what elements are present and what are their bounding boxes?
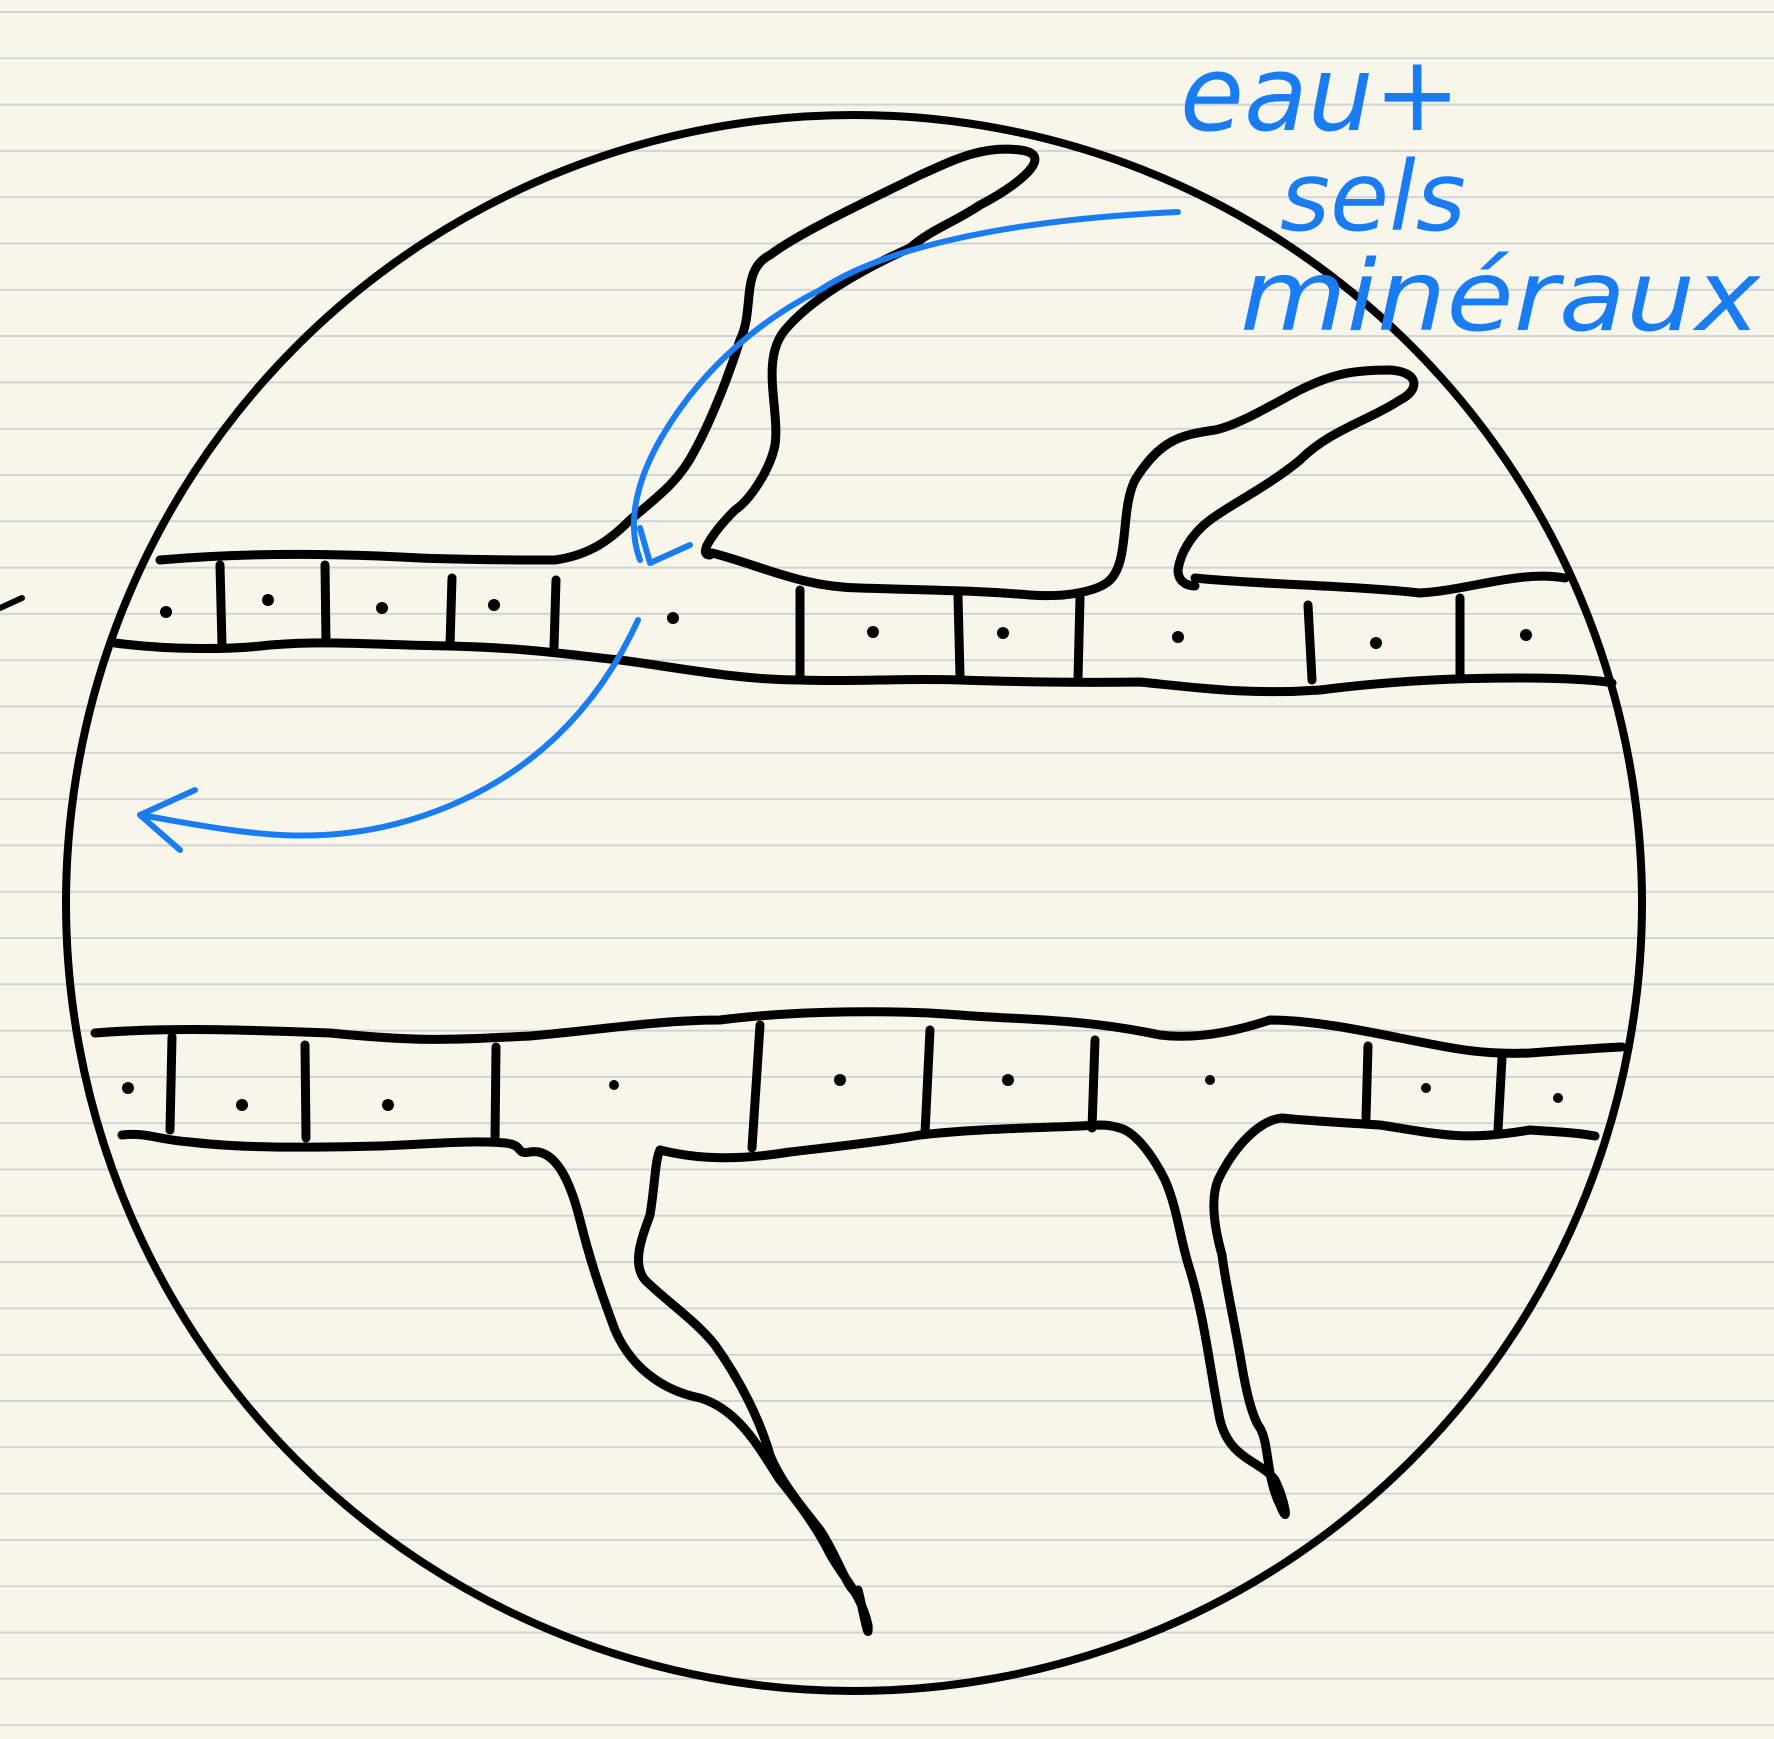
upper-cell-wall-4 [549, 575, 561, 653]
lower-cell-wall-2 [300, 1040, 311, 1143]
lower-cell-wall-3 [490, 1042, 501, 1145]
arrow-into-root-hair-head [637, 525, 693, 566]
label-line-1: eau+ [1180, 33, 1461, 155]
ruled-paper-lines [0, 11, 1774, 1727]
lower-nuclei [122, 1074, 1563, 1111]
upper-cell-wall-1 [215, 560, 227, 650]
lower-band-bottom-edge-right [1277, 1113, 1600, 1141]
arrow-into-root-hair [630, 209, 1181, 563]
lower-cell-wall-7 [1361, 1041, 1373, 1123]
upper-root-hair-left [550, 144, 1040, 565]
upper-band-top-edge-left [155, 549, 560, 565]
lower-cell-wall-6 [1087, 1035, 1100, 1133]
lower-cell-wall-4 [747, 1020, 765, 1153]
lower-epidermis [90, 1007, 1627, 1163]
lower-cell-wall-1 [165, 1032, 177, 1135]
lower-root-hair-left [500, 1138, 873, 1636]
lower-root-hair-right [1120, 1113, 1290, 1519]
upper-nuclei [160, 594, 1532, 649]
lower-band-bottom-edge-left [117, 1129, 510, 1152]
arrow-to-interior-head [137, 787, 198, 853]
water-mineral-salts-label: eau+ sels minéraux [1180, 33, 1761, 354]
upper-cell-wall-2 [320, 560, 331, 648]
arrow-to-interior [137, 617, 641, 839]
upper-cell-wall-6 [953, 591, 965, 681]
upper-cell-wall-7 [1073, 593, 1085, 683]
lower-band-top-edge [90, 1007, 1627, 1058]
lower-band-bottom-edge-mid [655, 1120, 1130, 1163]
upper-cell-wall-8 [1303, 600, 1317, 685]
label-line-2: sels [1280, 141, 1466, 253]
stray-pen-mark [0, 595, 25, 611]
upper-cell-wall-3 [445, 573, 457, 650]
upper-epidermis [110, 548, 1617, 697]
label-line-3: minéraux [1240, 240, 1761, 354]
upper-band-bottom-edge [110, 638, 1617, 697]
upper-band-top-edge-mid [707, 548, 1115, 601]
magnifier-circle [62, 111, 1646, 1695]
water-flow-arrows [137, 209, 1181, 853]
upper-band-top-edge-right [1190, 571, 1570, 598]
lower-cell-wall-8 [1493, 1053, 1507, 1135]
lower-cell-wall-5 [920, 1025, 935, 1138]
upper-root-hair-right [1105, 365, 1419, 591]
